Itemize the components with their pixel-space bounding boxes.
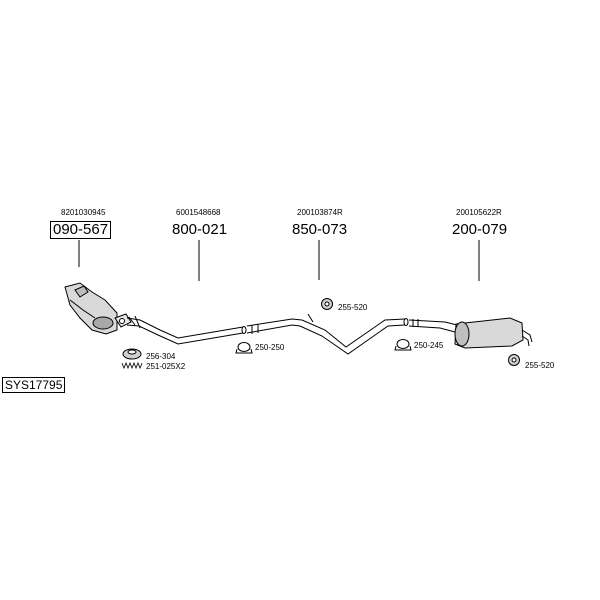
part-4-ref: 200105622R <box>456 208 502 217</box>
rear-silencer <box>408 317 533 349</box>
hanger-255-520-b <box>508 354 520 366</box>
part-3-ref: 200103874R <box>297 208 343 217</box>
hanger-1-label[interactable]: 255-520 <box>338 303 368 312</box>
center-pipe <box>246 313 409 355</box>
part-4-number[interactable]: 200-079 <box>452 221 508 238</box>
part-1-number[interactable]: 090-567 <box>50 221 112 239</box>
clamp-1-label[interactable]: 250-250 <box>255 343 285 352</box>
part-2-ref: 6001548668 <box>176 208 221 217</box>
clamp-250-245 <box>394 339 412 351</box>
gasket-256-304 <box>122 348 142 360</box>
catalytic-converter <box>64 282 132 335</box>
part-1-ref: 8201030945 <box>61 208 106 217</box>
hanger-2-label[interactable]: 255-520 <box>525 361 555 370</box>
springs-label[interactable]: 251-025X2 <box>146 362 186 371</box>
part-3-number[interactable]: 850-073 <box>292 221 348 238</box>
part-2-number[interactable]: 800-021 <box>172 221 228 238</box>
system-code: SYS17795 <box>2 377 66 393</box>
hanger-255-520-a <box>321 298 333 310</box>
clamp-250-250 <box>235 342 253 354</box>
springs-251-025x2 <box>121 361 143 370</box>
clamp-2-label[interactable]: 250-245 <box>414 341 444 350</box>
gasket-label[interactable]: 256-304 <box>146 352 176 361</box>
front-pipe <box>126 315 247 345</box>
